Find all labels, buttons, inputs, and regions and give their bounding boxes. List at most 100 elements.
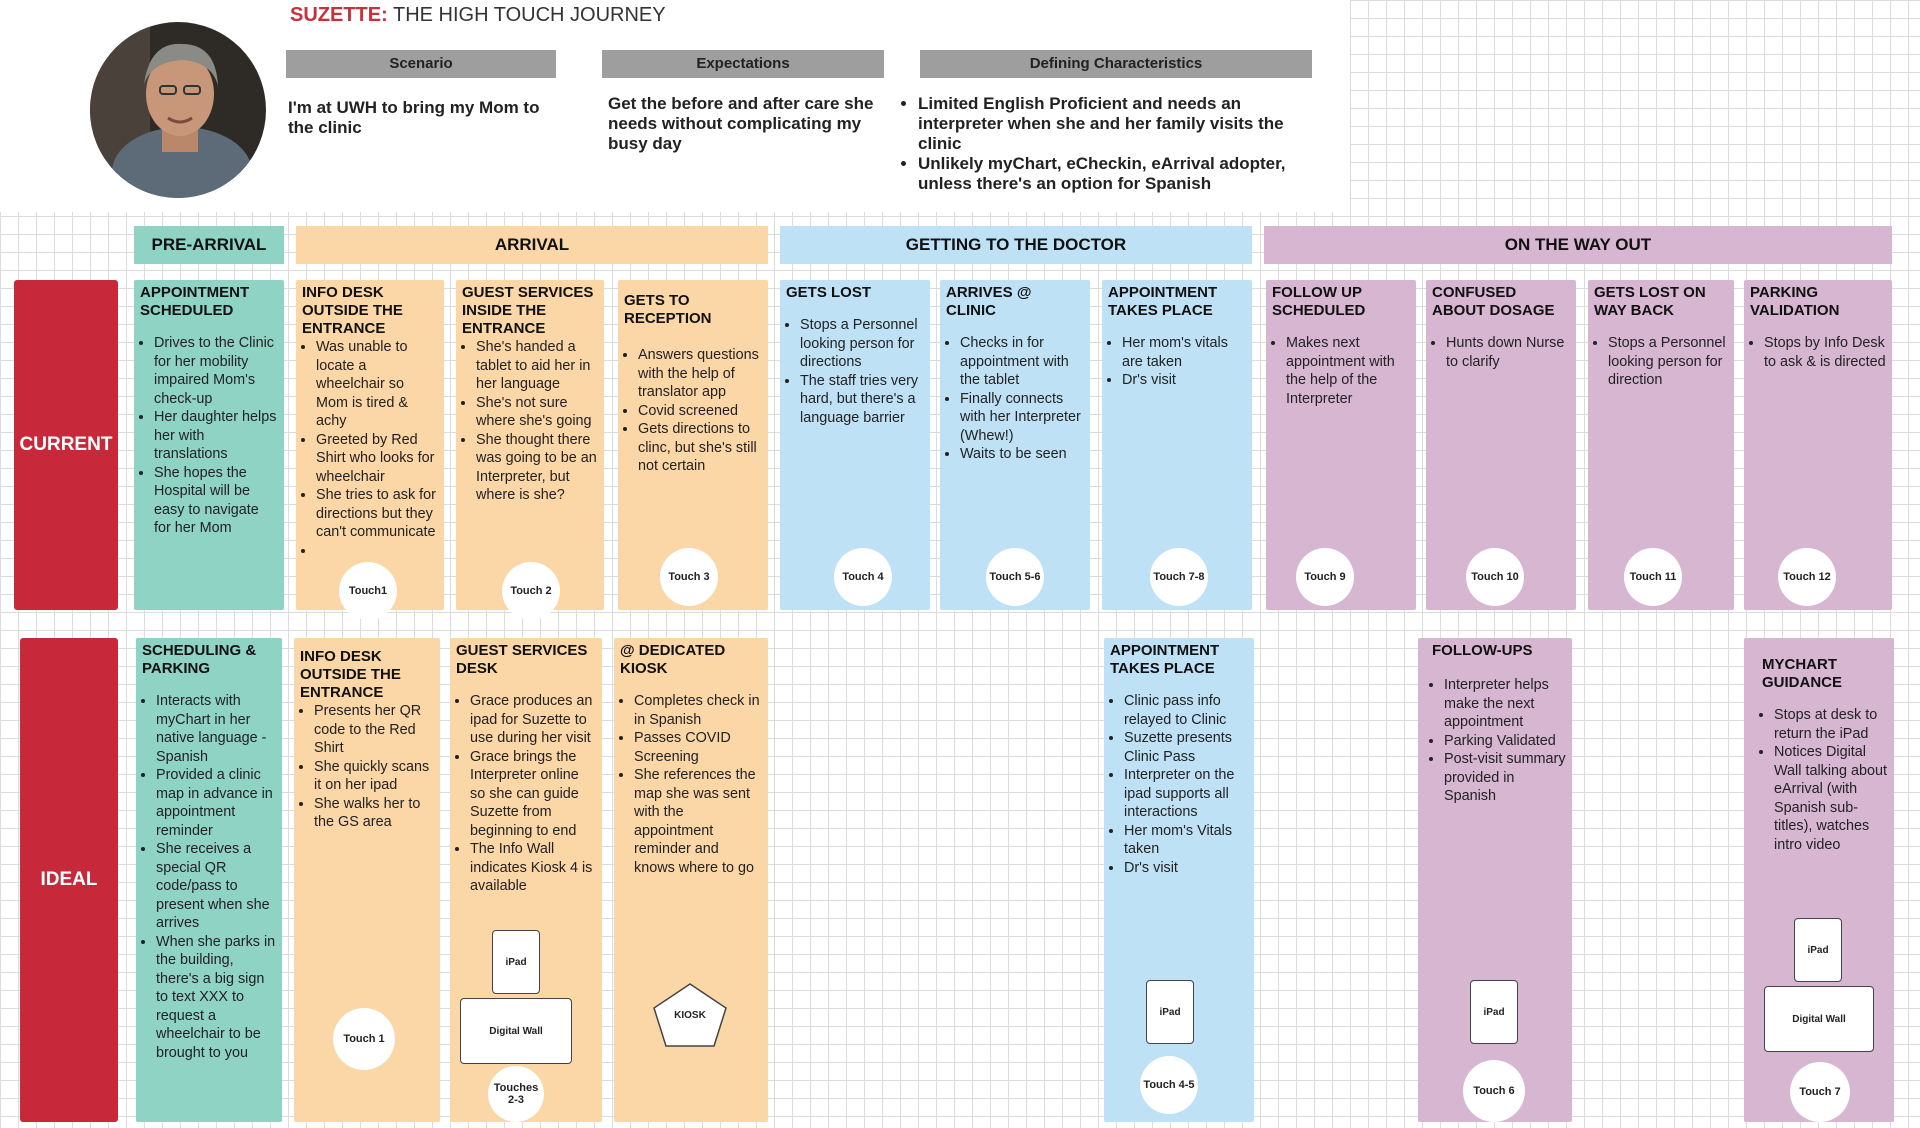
card-bullet: Passes COVID Screening [634, 729, 762, 766]
card-title: GETS TO RECEPTION [624, 292, 712, 327]
card-bullet: The Info Wall indicates Kiosk 4 is avail… [470, 840, 596, 896]
card-title: @ DEDICATED KIOSK [620, 642, 726, 677]
card-bullet: She hopes the Hospital will be easy to n… [154, 464, 278, 538]
card-bullet: Waits to be seen [960, 445, 1084, 464]
card-bullet: Parking Validated [1444, 732, 1566, 751]
card-title: PARKING VALIDATION [1750, 284, 1840, 319]
card-bullet: Stops at desk to return the iPad [1774, 706, 1888, 743]
card-bullet: Completes check in in Spanish [634, 692, 762, 729]
card-bullet: Provided a clinic map in advance in appo… [156, 766, 276, 840]
touch-marker: Touch 3 [660, 548, 718, 606]
current-card: GETS TO RECEPTION Answers questions with… [618, 280, 768, 610]
current-card: APPOINTMENT TAKES PLACE Her mom's vitals… [1102, 280, 1252, 610]
kiosk-label: KIOSK [674, 1009, 706, 1021]
touch-marker: Touch 4 [834, 548, 892, 606]
card-bullet: Grace brings the Interpreter online so s… [470, 748, 596, 841]
persona-photo [90, 22, 266, 198]
card-bullet: When she parks in the building, there's … [156, 933, 276, 1063]
row-label-current: CURRENT [14, 280, 118, 610]
journey-title: THE HIGH TOUCH JOURNEY [392, 4, 666, 26]
characteristic-item: Unlikely myChart, eCheckin, eArrival ado… [918, 154, 1306, 194]
card-bullet: Makes next appointment with the help of … [1286, 334, 1410, 408]
current-card: INFO DESK OUTSIDE THE ENTRANCE Was unabl… [296, 280, 444, 610]
touch-marker: Touch 5-6 [986, 548, 1044, 606]
card-bullet: She receives a special QR code/pass to p… [156, 840, 276, 933]
card-bullet: Drives to the Clinic for her mobility im… [154, 334, 278, 408]
digital-wall-device: Digital Wall [1764, 986, 1874, 1052]
card-bullet: Stops by Info Desk to ask & is directed [1764, 334, 1886, 371]
card-title: INFO DESK OUTSIDE THE ENTRANCE [302, 284, 403, 337]
touch-marker: Touch 6 [1463, 1060, 1525, 1122]
card-bullet: Her daughter helps her with translations [154, 408, 278, 464]
touch-marker: Touch 7-8 [1150, 548, 1208, 606]
card-bullet: She's handed a tablet to aid her in her … [476, 338, 598, 394]
persona-name: SUZETTE: [290, 4, 388, 26]
touch-marker: Touch 10 [1466, 548, 1524, 606]
card-title: FOLLOW-UPS [1432, 642, 1533, 659]
characteristics-list: Limited English Proficient and needs an … [906, 94, 1306, 194]
touch-marker: Touch 12 [1778, 548, 1836, 606]
ideal-card: FOLLOW-UPS Interpreter helps make the ne… [1418, 638, 1572, 1122]
card-bullet: Suzette presents Clinic Pass [1124, 729, 1248, 766]
card-bullet: Gets directions to clinc, but she's stil… [638, 420, 762, 476]
card-bullet: Stops a Personnel looking person for dir… [1608, 334, 1728, 390]
card-bullet: The staff tries very hard, but there's a… [800, 372, 924, 428]
card-bullet: Interacts with myChart in her native lan… [156, 692, 276, 766]
card-title: ARRIVES @ CLINIC [946, 284, 1032, 319]
card-bullet: Interpreter helps make the next appointm… [1444, 676, 1566, 732]
card-bullet: Hunts down Nurse to clarify [1446, 334, 1570, 371]
scenario-text: I'm at UWH to bring my Mom to the clinic [288, 98, 540, 137]
current-card: GUEST SERVICES INSIDE THE ENTRANCE She's… [456, 280, 604, 610]
characteristics-header: Defining Characteristics [920, 50, 1312, 78]
phase-arrival: ARRIVAL [296, 226, 768, 264]
card-bullet: Grace produces an ipad for Suzette to us… [470, 692, 596, 748]
card-title: APPOINTMENT SCHEDULED [140, 284, 250, 319]
card-bullet: Answers questions with the help of trans… [638, 346, 762, 402]
touch-marker: Touch 2 [502, 562, 560, 620]
card-title: INFO DESK OUTSIDE THE ENTRANCE [300, 648, 401, 701]
phase-getting-to-doctor: GETTING TO THE DOCTOR [780, 226, 1252, 264]
card-bullet: She quickly scans it on her ipad [314, 758, 434, 795]
touch-marker: Touch1 [339, 562, 397, 620]
ipad-device: iPad [1146, 980, 1194, 1044]
card-bullet: Checks in for appointment with the table… [960, 334, 1084, 390]
touch-marker: Touch 11 [1624, 548, 1682, 606]
card-bullet: Was unable to locate a wheelchair so Mom… [316, 338, 438, 431]
phase-way-out: ON THE WAY OUT [1264, 226, 1892, 264]
expectations-text: Get the before and after care she needs … [608, 94, 874, 153]
card-bullet: She walks her to the GS area [314, 795, 434, 832]
card-title: CONFUSED ABOUT DOSAGE [1432, 284, 1555, 319]
card-bullet: Interpreter on the ipad supports all int… [1124, 766, 1248, 822]
card-title: GETS LOST ON WAY BACK [1594, 284, 1706, 319]
card-title: MYCHART GUIDANCE [1762, 656, 1843, 691]
phase-pre-arrival: PRE-ARRIVAL [134, 226, 284, 264]
kiosk-device: KIOSK [650, 980, 730, 1050]
touch-marker: Touch 1 [333, 1008, 395, 1070]
card-title: APPOINTMENT TAKES PLACE [1110, 642, 1220, 677]
row-label-ideal: IDEAL [20, 638, 118, 1122]
ipad-device: iPad [1470, 980, 1518, 1044]
card-bullet: Greeted by Red Shirt who looks for wheel… [316, 431, 438, 487]
touch-marker: Touches 2-3 [488, 1066, 544, 1122]
characteristic-item: Limited English Proficient and needs an … [918, 94, 1306, 154]
ipad-device: iPad [1794, 918, 1842, 982]
page-title: SUZETTE: THE HIGH TOUCH JOURNEY [290, 4, 666, 27]
card-bullet: Her mom's vitals are taken [1122, 334, 1246, 371]
card-bullet: Notices Digital Wall talking about eArri… [1774, 743, 1888, 854]
card-bullet: Dr's visit [1124, 859, 1248, 878]
card-title: APPOINTMENT TAKES PLACE [1108, 284, 1218, 319]
ipad-device: iPad [492, 930, 540, 994]
card-bullet: Clinic pass info relayed to Clinic [1124, 692, 1248, 729]
scenario-header: Scenario [286, 50, 556, 78]
ideal-card: SCHEDULING & PARKING Interacts with myCh… [136, 638, 282, 1122]
card-title: GUEST SERVICES DESK [456, 642, 588, 677]
card-bullet: Her mom's Vitals taken [1124, 822, 1248, 859]
card-title: GETS LOST [786, 284, 872, 301]
card-bullet: Dr's visit [1122, 371, 1246, 390]
card-bullet: Stops a Personnel looking person for dir… [800, 316, 924, 372]
card-bullet: She thought there was going to be an Int… [476, 431, 598, 505]
card-title: SCHEDULING & PARKING [142, 642, 257, 677]
card-bullet: Covid screened [638, 402, 762, 421]
digital-wall-device: Digital Wall [460, 998, 572, 1064]
card-bullet: She tries to ask for directions but they… [316, 486, 438, 542]
